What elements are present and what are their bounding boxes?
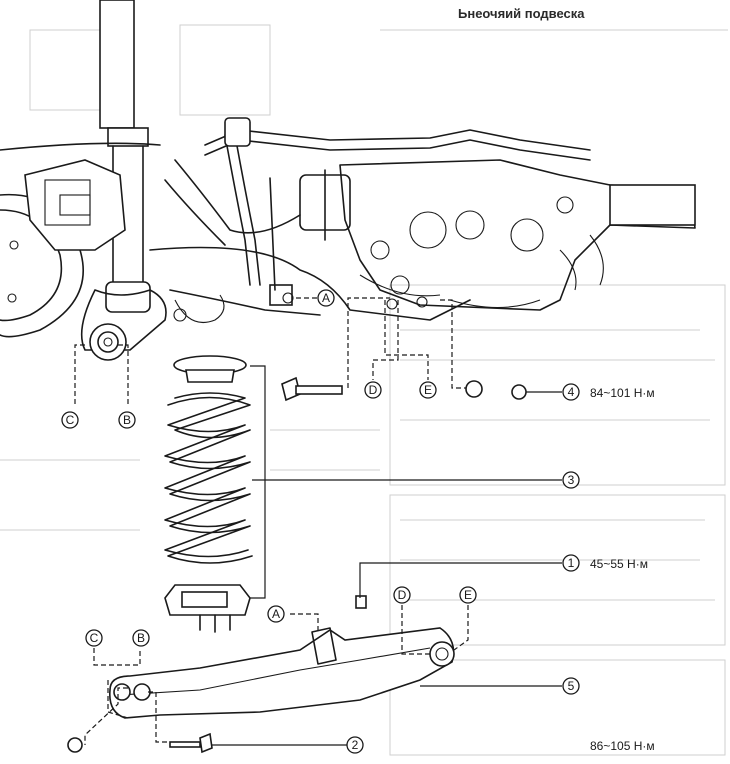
svg-text:B: B [137, 631, 145, 645]
callout-e-bottom: E [459, 586, 477, 604]
callout-e-top: E [419, 381, 437, 399]
callout-d-bottom: D [393, 586, 411, 604]
callout-4: 4 [562, 383, 580, 401]
page-header-text: Ьнеочяий подвеска [458, 6, 585, 21]
connection-lines [74, 297, 469, 745]
svg-text:4: 4 [568, 385, 575, 399]
svg-text:E: E [424, 383, 432, 397]
subframe [149, 159, 696, 324]
callout-c-top: C [61, 411, 79, 429]
callout-b-top: B [118, 411, 136, 429]
callout-3: 3 [562, 471, 580, 489]
callout-c-bottom: C [85, 629, 103, 647]
coil-spring [164, 392, 253, 564]
knuckle [80, 289, 167, 361]
callout-1: 1 [562, 554, 580, 572]
fasteners [67, 292, 527, 754]
bleed-through-background: Ьнеочяий подвеска [0, 6, 728, 756]
stabilizer-bar [164, 117, 591, 306]
callout-2: 2 [346, 736, 364, 754]
svg-text:3: 3 [568, 473, 575, 487]
svg-text:D: D [369, 383, 378, 397]
svg-text:D: D [398, 588, 407, 602]
svg-text:2: 2 [352, 738, 359, 752]
svg-text:C: C [66, 413, 75, 427]
torque-spec-4: 84~101 Н·м [590, 386, 655, 400]
upper-spring-seat [173, 355, 247, 383]
callout-a-bottom: A [267, 605, 285, 623]
torque-spec-bottom: 86~105 Н·м [590, 739, 655, 753]
callout-a-top: A [317, 289, 335, 307]
callout-5: 5 [562, 677, 580, 695]
leader-lines [212, 365, 562, 746]
svg-text:A: A [272, 607, 280, 621]
shock-absorber [99, 0, 151, 313]
brake-assembly [0, 142, 161, 338]
svg-text:C: C [90, 631, 99, 645]
svg-text:5: 5 [568, 679, 575, 693]
svg-text:E: E [464, 588, 472, 602]
lower-control-arm [108, 627, 455, 719]
svg-text:1: 1 [568, 556, 575, 570]
callout-d-top: D [364, 381, 382, 399]
lower-spring-seat [164, 584, 251, 633]
svg-text:A: A [322, 291, 330, 305]
svg-text:B: B [123, 413, 131, 427]
callout-b-bottom: B [132, 629, 150, 647]
torque-spec-1: 45~55 Н·м [590, 557, 648, 571]
